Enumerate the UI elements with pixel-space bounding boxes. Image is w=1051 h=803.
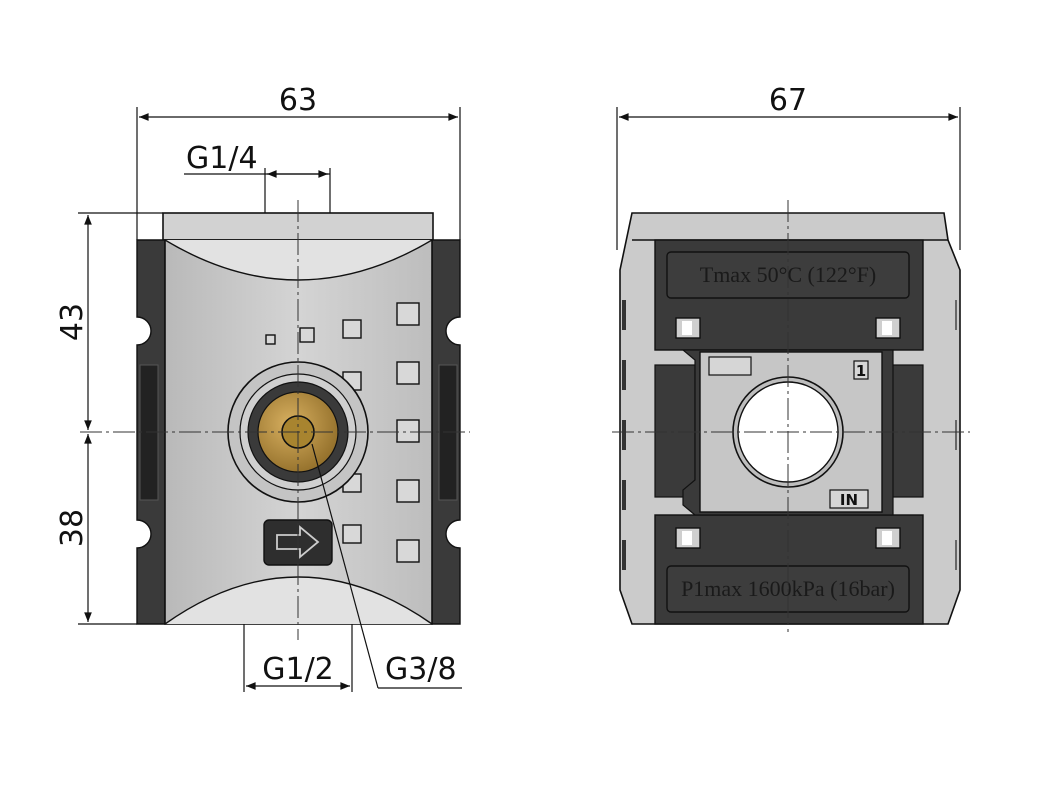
port-number-box [853, 360, 869, 380]
inlet-box [829, 489, 869, 509]
side-label-slot [708, 356, 752, 376]
dim-upper-height: 43 [55, 303, 90, 341]
dim-front-width: 63 [279, 83, 317, 118]
dim-top-port: G1/4 [186, 141, 258, 176]
inlet-label: IN [840, 491, 858, 509]
front-view [80, 200, 470, 640]
side-view: Tmax 50°C (122°F) P1max 1600kPa (16bar) … [612, 200, 970, 632]
front-dimensions: 63 G1/4 43 38 G1/2 G3/8 [55, 83, 462, 692]
dim-side-width: 67 [769, 83, 807, 118]
dim-lower-height: 38 [55, 509, 90, 547]
side-left-tab [654, 364, 696, 498]
port-number-label: 1 [856, 362, 866, 380]
dim-bottom-port: G1/2 [262, 652, 334, 687]
side-dimensions: 67 [616, 83, 961, 250]
dim-center-port: G3/8 [385, 652, 457, 687]
